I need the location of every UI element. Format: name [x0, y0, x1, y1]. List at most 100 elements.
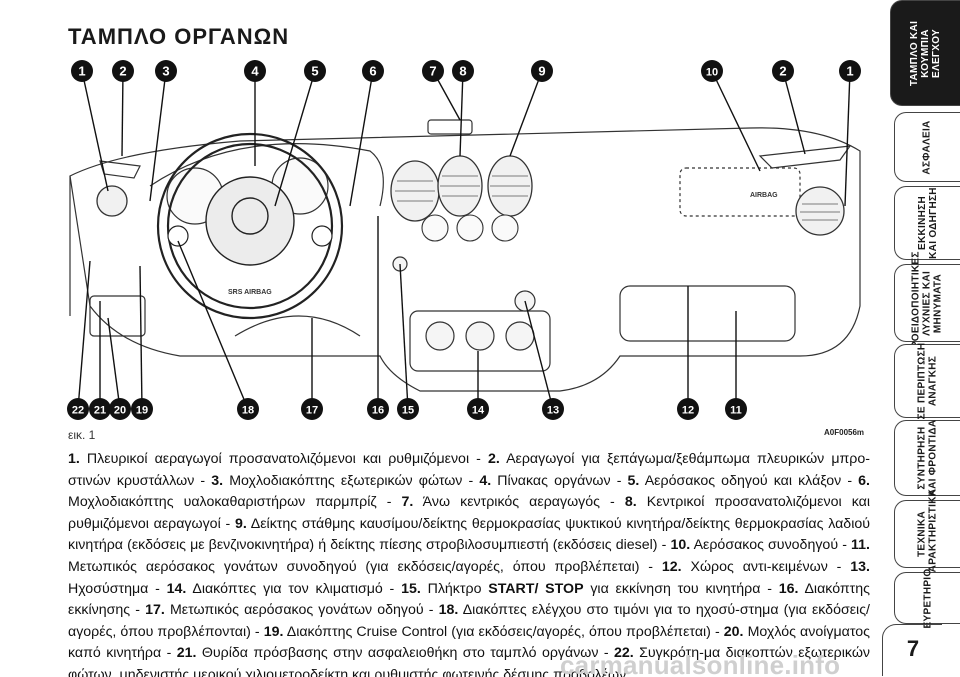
- callout-number: 20: [114, 405, 126, 417]
- legend-item-text: Κεντρικοί προσανατολιζόμενοι και ρυθμιζό…: [68, 494, 870, 532]
- callout-number: 16: [372, 405, 384, 417]
- callout-marker: [772, 60, 794, 82]
- callout-number: 3: [162, 64, 169, 79]
- chapter-tab[interactable]: ΑΣΦΑΛΕΙΑ: [894, 112, 960, 182]
- legend-item-number: 12.: [661, 558, 682, 575]
- callout-marker: [542, 398, 564, 420]
- callout-number: 2: [119, 64, 126, 79]
- chapter-tab[interactable]: ΤΕΧΝΙΚΑ ΧΑΡΑΚΤΗΡΙΣΤΙΚΑ: [894, 489, 960, 579]
- figure-legend-text: 1. Πλευρικοί αεραγωγοί προσανατολιζόμενο…: [68, 449, 870, 677]
- callout-number: 10: [706, 67, 718, 79]
- legend-item-text: Αερόσακος οδηγού και κλάξον -: [639, 472, 859, 489]
- chapter-tab[interactable]: ΤΑΜΠΛΟ ΚΑΙ ΚΟΥΜΠΙΑ ΕΛΕΓΧΟΥ: [890, 0, 960, 106]
- legend-item-number: 15.: [401, 580, 421, 597]
- callout-marker: [304, 60, 326, 82]
- legend-item-number: 1.: [68, 451, 80, 467]
- callout-leader-line: [139, 265, 143, 410]
- legend-item-number: 4.: [479, 472, 492, 489]
- callout-number: 1: [78, 64, 85, 79]
- callout-leader-line: [844, 70, 851, 207]
- legend-item-text: Αεραγωγοί για ξεπάγωμα/ξεθάμπωμα πλευρικ…: [68, 451, 870, 489]
- legend-item-text: Πλευρικοί αεραγωγοί προσανατολιζόμενοι κ…: [79, 451, 488, 467]
- callout-marker: [725, 398, 747, 420]
- legend-item-text: Πλήκτρο: [420, 580, 489, 597]
- callout-marker: [362, 60, 384, 82]
- legend-item-number: 11.: [851, 537, 870, 554]
- chapter-tab[interactable]: ΠΡΟΕΙΔΟΠΟΙΗΤΙΚΕΣ ΛΥΧΝΙΕΣ ΚΑΙ ΜΗΝΥΜΑΤΑ: [894, 251, 960, 355]
- legend-item-number: 13.: [850, 558, 870, 575]
- airbag-label: AIRBAG: [750, 192, 778, 199]
- chapter-tabs: ΤΑΜΠΛΟ ΚΑΙ ΚΟΥΜΠΙΑ ΕΛΕΓΧΟΥ ΑΣΦΑΛΕΙΑ ΕΚΚΙΝΗ…: [886, 0, 960, 677]
- legend-item-number: 16.: [778, 580, 799, 597]
- callout-leader-line: [149, 70, 167, 202]
- callout-leader-line: [524, 300, 554, 410]
- callout-number: 17: [306, 405, 318, 417]
- callout-number: 12: [682, 405, 694, 417]
- callout-marker: [244, 60, 266, 82]
- page-number: 7: [906, 636, 920, 661]
- callout-number: 2: [779, 64, 786, 79]
- callout-marker: [109, 398, 131, 420]
- legend-item-text: Ηχοσύστημα -: [68, 580, 167, 597]
- callout-number: 18: [242, 405, 254, 417]
- page-title: ΤΑΜΠΛΟ ΟΡΓΑΝΩΝ: [68, 24, 290, 49]
- callout-leader-line: [81, 70, 109, 192]
- chapter-tab[interactable]: ΣΥΝΤΗΡΗΣΗ ΚΑΙ ΦΡΟΝΤΙΔΑ: [894, 420, 960, 496]
- callout-leader-line: [782, 70, 806, 155]
- callout-marker: [71, 60, 93, 82]
- callout-marker: [397, 398, 419, 420]
- legend-item-number: 8.: [624, 494, 637, 511]
- legend-item-number: 18.: [438, 602, 459, 619]
- legend-item-text: Αερόσακος συνοδηγού -: [690, 537, 852, 554]
- callout-leader-line: [121, 70, 124, 157]
- chapter-tab-label: ΕΚΚΙΝΗΣΗ ΚΑΙ ΟΔΗΓΗΣΗ: [916, 187, 939, 259]
- legend-item-text: Συγκρότη-μα διακοπτών εξωτερικών φώτων, …: [68, 645, 870, 677]
- chapter-tab[interactable]: ΕΚΚΙΝΗΣΗ ΚΑΙ ΟΔΗΓΗΣΗ: [894, 186, 960, 260]
- callout-number: 15: [402, 405, 414, 417]
- callout-marker: [467, 398, 489, 420]
- page-number-tab: [882, 624, 942, 676]
- callout-number: 4: [251, 64, 259, 79]
- figure-code: A0F0056m: [824, 428, 865, 437]
- callout-number: 5: [311, 64, 318, 79]
- callout-number: 9: [538, 64, 545, 79]
- legend-item-number: 17.: [145, 602, 165, 619]
- callout-number: 7: [429, 64, 436, 79]
- callout-number: 13: [547, 405, 559, 417]
- chapter-tab[interactable]: ΣΕ ΠΕΡΙΠΤΩΣΗ ΑΝΑΓΚΗΣ: [894, 343, 960, 419]
- callout-marker: [67, 398, 89, 420]
- callout-marker: [367, 398, 389, 420]
- chapter-tab-label: ΣΥΝΤΗΡΗΣΗ ΚΑΙ ΦΡΟΝΤΙΔΑ: [916, 419, 939, 497]
- callout-marker: [237, 398, 259, 420]
- legend-item-number: 22.: [614, 645, 634, 662]
- callout-leader-line: [399, 263, 409, 410]
- callout-marker: [677, 398, 699, 420]
- watermark: carmanualsonline.info: [560, 650, 841, 677]
- callout-leader-line: [274, 70, 316, 207]
- callout-leader-line: [349, 70, 374, 207]
- legend-item-number: 21.: [176, 645, 197, 662]
- callout-number: 14: [472, 405, 485, 417]
- legend-item-number: 20.: [723, 623, 744, 640]
- callout-number: 21: [94, 405, 106, 417]
- callout-leader-line: [509, 70, 543, 157]
- legend-item-text: Μετωπικός αερόσακος γονάτων συνοδηγού (γ…: [68, 558, 662, 575]
- callout-number: 6: [369, 64, 376, 79]
- srs-airbag-label: SRS AIRBAG: [228, 289, 272, 296]
- legend-item-number: 5.: [627, 472, 640, 489]
- callout-number: 11: [730, 405, 742, 417]
- chapter-tab-label: ΑΣΦΑΛΕΙΑ: [922, 119, 933, 175]
- legend-item-text: Μετωπικός αερόσακος γονάτων οδηγού -: [164, 602, 439, 619]
- callout-marker: [422, 60, 444, 82]
- chapter-tab[interactable]: ΕΥΡΕΤΗΡΙΟ: [894, 568, 960, 628]
- legend-item-text: Μοχλός ανοίγματος καπό κινητήρα -: [68, 623, 870, 662]
- legend-item-text: για εκκίνηση του κινητήρα -: [583, 580, 779, 597]
- callout-number: 22: [72, 405, 84, 417]
- legend-item-number: 19.: [263, 623, 284, 640]
- chapter-tab-label: ΕΥΡΕΤΗΡΙΟ: [922, 568, 933, 628]
- legend-item-number: 2.: [487, 451, 500, 467]
- callout-leader-line: [77, 260, 91, 410]
- callout-marker: [701, 60, 723, 82]
- legend-item-number: START/ STOP: [488, 580, 584, 597]
